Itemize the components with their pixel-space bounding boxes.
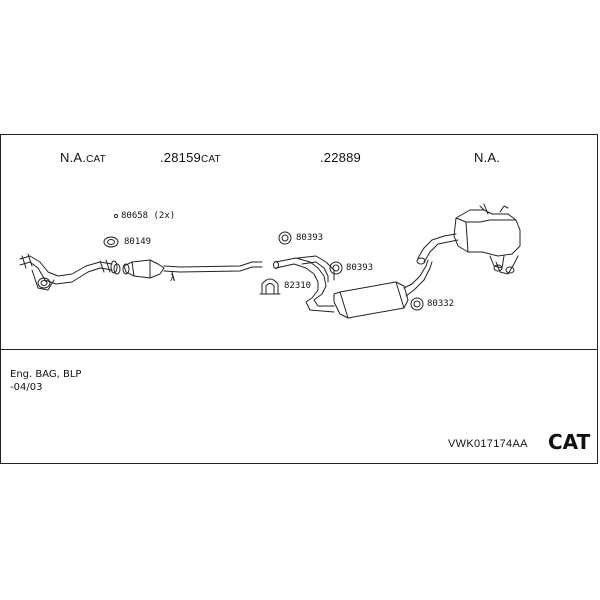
ring-80332-icon <box>410 297 424 311</box>
kit-type: CAT <box>548 430 591 454</box>
lambda-sensor-label: λ <box>170 274 176 284</box>
date-note: -04/03 <box>10 382 43 393</box>
part-label-82310: 82310 <box>284 281 312 291</box>
header-section-3: .22889 <box>320 150 361 165</box>
part-label-80393-top: 80393 <box>296 233 324 243</box>
middle-silencer-drawing <box>273 255 433 319</box>
diagram-frame <box>0 134 598 464</box>
header-section-4: N.A. <box>474 150 500 165</box>
header-section-2: .28159CAT <box>160 150 221 165</box>
header-section-3-code: .22889 <box>320 150 361 165</box>
part-label-80658: 80658 (2x) <box>121 211 176 221</box>
rear-silencer-drawing <box>416 203 521 275</box>
header-section-2-suffix: CAT <box>200 154 221 165</box>
part-label-80332: 80332 <box>427 299 455 309</box>
header-section-1: N.A.CAT <box>60 150 106 165</box>
section-divider <box>0 349 598 350</box>
header-section-1-code: N.A. <box>60 150 87 165</box>
seal-ring-80149-icon <box>103 236 119 248</box>
clamp-80658-icon <box>113 213 119 219</box>
header-section-4-code: N.A. <box>474 150 501 165</box>
header-section-2-code: .28159 <box>160 150 201 165</box>
engine-note: Eng. BAG, BLP <box>10 369 82 380</box>
gasket-icon <box>113 263 121 275</box>
kit-code: VWK017174AA <box>448 438 528 450</box>
part-label-80393-mid: 80393 <box>346 263 374 273</box>
part-label-80149: 80149 <box>124 237 152 247</box>
ring-80393-mid-icon <box>329 261 343 275</box>
front-pipe-drawing <box>19 253 118 291</box>
header-section-1-suffix: CAT <box>86 154 106 165</box>
ring-80393-top-icon <box>278 231 292 245</box>
clamp-82310-icon <box>259 278 281 295</box>
catalytic-converter-drawing <box>122 259 263 281</box>
